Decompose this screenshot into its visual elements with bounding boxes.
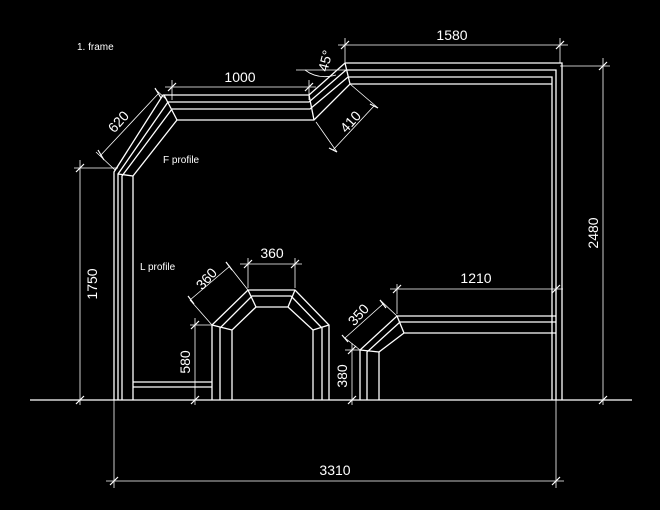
dim-left-height: 1750 [74, 160, 118, 405]
note-f-profile: F profile [163, 155, 200, 166]
dim-label-1750: 1750 [84, 268, 100, 299]
dim-label-1000: 1000 [224, 69, 255, 85]
dim-angle: 45° [296, 48, 346, 78]
note-l-profile: L profile [140, 262, 176, 273]
dim-label-angle: 45° [315, 48, 336, 73]
dim-total-width: 3310 [106, 400, 564, 488]
left-bottom-rail [133, 381, 212, 388]
arch-frame [211, 289, 330, 400]
dim-label-arch-top: 360 [260, 245, 284, 261]
main-frame [113, 62, 563, 400]
dim-label-410: 410 [337, 107, 365, 135]
dim-label-580: 580 [177, 350, 193, 374]
dim-label-1210: 1210 [460, 270, 491, 286]
dim-arch-top: 360 [240, 245, 302, 288]
note-frame: 1. frame [77, 42, 114, 53]
dim-label-3310: 3310 [319, 462, 350, 478]
dim-top-right-length: 1580 [338, 27, 568, 63]
dim-arch-leg-height: 580 [177, 318, 212, 405]
dim-top-right-slope: 410 [315, 83, 379, 153]
dim-label-2480: 2480 [585, 217, 601, 248]
dim-label-1580: 1580 [436, 27, 467, 43]
dim-label-350: 350 [345, 300, 373, 328]
dim-label-380: 380 [334, 364, 350, 388]
dim-right-shelf-length: 1210 [390, 270, 563, 314]
dim-top-middle-length: 1000 [165, 69, 316, 100]
dim-label-620: 620 [105, 107, 133, 135]
dim-total-height: 2480 [560, 58, 610, 405]
right-shelf-frame [359, 315, 556, 400]
dim-right-leg-height: 380 [334, 343, 360, 405]
dim-arch-slope: 360 [187, 261, 249, 326]
dim-right-shelf-slope: 350 [341, 299, 398, 351]
dim-label-arch-slope: 360 [193, 264, 221, 292]
